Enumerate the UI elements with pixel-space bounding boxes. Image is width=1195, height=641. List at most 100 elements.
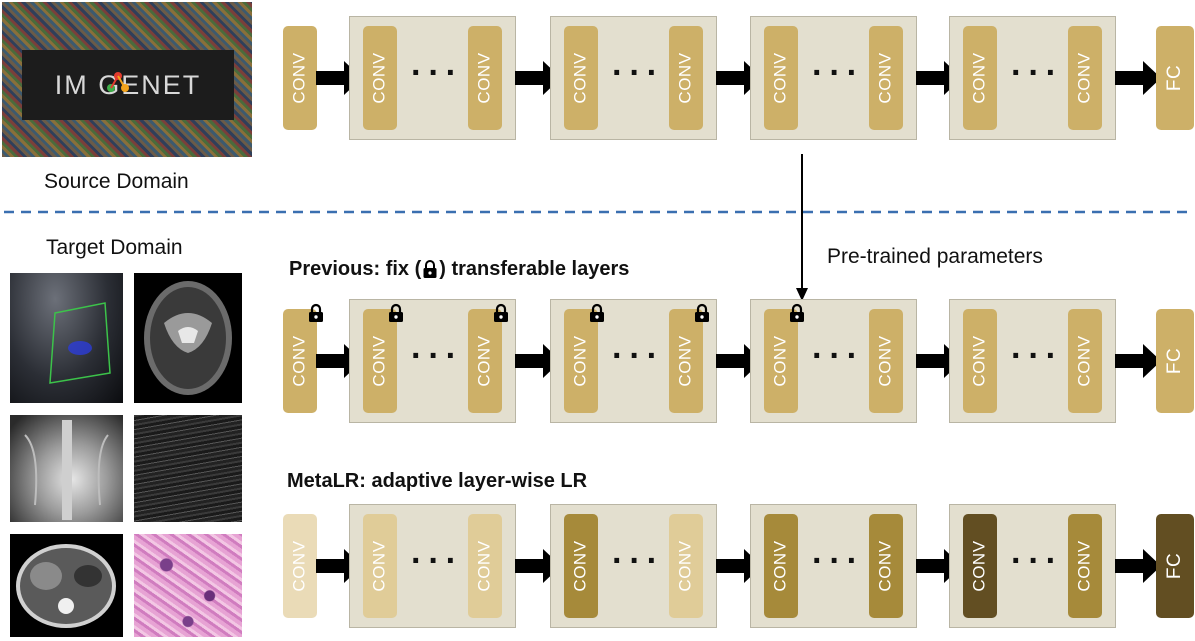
conv-label: CONV xyxy=(290,540,309,592)
conv-label: CONV xyxy=(370,335,389,387)
previous-row-arrow-1 xyxy=(515,344,561,378)
fc-label: FC xyxy=(1163,347,1185,375)
ellipsis: ··· xyxy=(812,54,864,92)
previous-row-block-3-conv-b: CONV xyxy=(869,309,903,413)
previous-row-block-1-conv-a: CONV xyxy=(363,309,397,413)
ellipsis: ··· xyxy=(1011,337,1063,375)
metalr-row-block-3-conv-a: CONV xyxy=(764,514,798,618)
histopathology-image xyxy=(134,534,242,637)
ellipsis: ··· xyxy=(411,54,463,92)
source-row-block-3-conv-a: CONV xyxy=(764,26,798,130)
ellipsis: ··· xyxy=(1011,542,1063,580)
lock-icon xyxy=(590,303,604,322)
lock-icon xyxy=(309,303,323,322)
source-row-block-4-conv-a: CONV xyxy=(963,26,997,130)
previous-row-block-2-conv-b: CONV xyxy=(669,309,703,413)
conv-label: CONV xyxy=(771,335,790,387)
previous-row-block-4-conv-b: CONV xyxy=(1068,309,1102,413)
ellipsis: ··· xyxy=(812,337,864,375)
source-row-block-1-conv-a: CONV xyxy=(363,26,397,130)
conv-label: CONV xyxy=(370,52,389,104)
fc-label: FC xyxy=(1163,552,1185,580)
previous-title-suffix: ) transferable layers xyxy=(439,258,630,280)
ellipsis: ··· xyxy=(1011,54,1063,92)
imagenet-mosaic-image: IM GENET xyxy=(2,2,252,157)
previous-row-block-1-conv-b: CONV xyxy=(468,309,502,413)
ellipsis: ··· xyxy=(812,542,864,580)
fc-label: FC xyxy=(1163,64,1185,92)
lock-icon xyxy=(389,303,403,322)
conv-label: CONV xyxy=(1075,540,1094,592)
source-row-arrow-4 xyxy=(1115,61,1161,95)
conv-label: CONV xyxy=(676,335,695,387)
ellipsis: ··· xyxy=(411,337,463,375)
conv-label: CONV xyxy=(290,52,309,104)
imagenet-logo: IM GENET xyxy=(22,50,234,120)
previous-row-title: Previous: fix ( ) transferable layers xyxy=(289,258,629,281)
conv-label: CONV xyxy=(970,335,989,387)
conv-label: CONV xyxy=(876,540,895,592)
abdominal-ct-image xyxy=(10,534,123,637)
conv-label: CONV xyxy=(475,540,494,592)
domain-separator xyxy=(4,210,1191,214)
conv-label: CONV xyxy=(970,52,989,104)
breast-ultrasound-image xyxy=(134,415,242,522)
conv-label: CONV xyxy=(771,540,790,592)
metalr-row-block-1-conv-b: CONV xyxy=(468,514,502,618)
metalr-row-block-2-conv-b: CONV xyxy=(669,514,703,618)
brain-mri-image xyxy=(134,273,242,403)
previous-row-fc: FC xyxy=(1156,309,1194,413)
chest-xray-image xyxy=(10,415,123,522)
target-domain-label: Target Domain xyxy=(46,236,183,259)
previous-row-arrow-4 xyxy=(1115,344,1161,378)
metalr-row-block-2-conv-a: CONV xyxy=(564,514,598,618)
metalr-row-fc: FC xyxy=(1156,514,1194,618)
ellipsis: ··· xyxy=(612,54,664,92)
source-row-arrow-1 xyxy=(515,61,561,95)
conv-label: CONV xyxy=(370,540,389,592)
metalr-row-arrow-1 xyxy=(515,549,561,583)
previous-row-conv-0: CONV xyxy=(283,309,317,413)
lock-icon xyxy=(790,303,804,322)
conv-label: CONV xyxy=(475,335,494,387)
conv-label: CONV xyxy=(676,52,695,104)
metalr-row-conv-0: CONV xyxy=(283,514,317,618)
source-row-block-3-conv-b: CONV xyxy=(869,26,903,130)
pretrained-arrow-label: Pre-trained parameters xyxy=(827,245,1043,268)
conv-label: CONV xyxy=(970,540,989,592)
metalr-row-title: MetaLR: adaptive layer-wise LR xyxy=(287,470,588,492)
ultrasound-image xyxy=(10,273,123,403)
source-row-block-2-conv-b: CONV xyxy=(669,26,703,130)
conv-label: CONV xyxy=(1075,52,1094,104)
conv-label: CONV xyxy=(475,52,494,104)
source-row-fc: FC xyxy=(1156,26,1194,130)
conv-label: CONV xyxy=(876,335,895,387)
conv-label: CONV xyxy=(290,335,309,387)
metalr-row-block-4-conv-a: CONV xyxy=(963,514,997,618)
ellipsis: ··· xyxy=(411,542,463,580)
conv-label: CONV xyxy=(1075,335,1094,387)
lock-icon xyxy=(423,260,437,278)
metalr-row-block-1-conv-a: CONV xyxy=(363,514,397,618)
source-domain-label: Source Domain xyxy=(44,170,189,193)
source-row-block-4-conv-b: CONV xyxy=(1068,26,1102,130)
lock-icon xyxy=(695,303,709,322)
ellipsis: ··· xyxy=(612,337,664,375)
previous-row-block-4-conv-a: CONV xyxy=(963,309,997,413)
conv-label: CONV xyxy=(571,52,590,104)
conv-label: CONV xyxy=(571,335,590,387)
source-row-block-1-conv-b: CONV xyxy=(468,26,502,130)
lock-icon xyxy=(494,303,508,322)
conv-label: CONV xyxy=(771,52,790,104)
pretrained-parameters-arrow xyxy=(796,154,808,301)
source-row-conv-0: CONV xyxy=(283,26,317,130)
source-row-block-2-conv-a: CONV xyxy=(564,26,598,130)
conv-label: CONV xyxy=(876,52,895,104)
previous-row-block-2-conv-a: CONV xyxy=(564,309,598,413)
previous-row-block-3-conv-a: CONV xyxy=(764,309,798,413)
previous-title-prefix: Previous: fix ( xyxy=(289,258,422,280)
conv-label: CONV xyxy=(571,540,590,592)
imagenet-logo-mark-icon xyxy=(107,72,129,92)
metalr-row-arrow-4 xyxy=(1115,549,1161,583)
ellipsis: ··· xyxy=(612,542,664,580)
